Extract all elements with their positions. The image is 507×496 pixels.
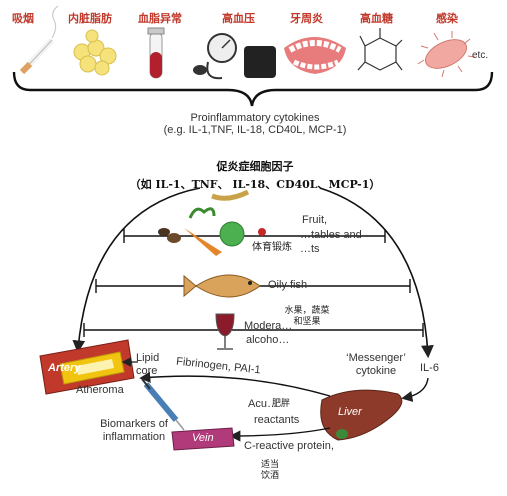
acute-phase-label-2: reactants xyxy=(254,414,300,426)
glucose-molecule-icon xyxy=(357,28,403,71)
arrow-to-il6 xyxy=(319,187,434,359)
grouping-brace xyxy=(12,71,494,107)
arrow-to-artery xyxy=(72,187,201,354)
bacterium-icon xyxy=(417,31,476,78)
il6-liver-arrow xyxy=(401,377,429,403)
fruit-label: Fruit, xyxy=(302,214,328,226)
banana-icon xyxy=(211,189,250,201)
artery-label: Artery xyxy=(48,362,81,374)
fibrinogen-arrow xyxy=(139,371,331,397)
fruit-veg-nuts-label-cn-2: 和坚果 xyxy=(293,317,321,327)
crp-arrow xyxy=(229,427,331,442)
vein-label: Vein xyxy=(192,432,214,444)
lipid-core-label-1: Lipid xyxy=(136,352,160,364)
moderate-drinking-label-cn-2: 饮酒 xyxy=(260,471,279,481)
artery-icon xyxy=(39,339,135,395)
cytokines-title: Proinflammatory cytokines xyxy=(190,112,320,124)
cytokines-examples: (e.g. IL-1,TNF, IL-18, CD40L, MCP-1) xyxy=(163,124,347,136)
liver-label: Liver xyxy=(338,406,362,418)
blood-tube-icon xyxy=(147,27,165,79)
risk-label-hypertension: 高血压 xyxy=(222,12,255,25)
vegetables-label: …tables and xyxy=(300,229,362,241)
lipid-core-label-2: core xyxy=(136,365,158,377)
liver-icon xyxy=(320,389,403,441)
oily-fish-label: Oily fish xyxy=(268,279,308,291)
fruit-veg-nuts-label-cn-1: 水果，蔬菜 xyxy=(284,306,330,316)
il6-label: IL-6 xyxy=(420,362,439,374)
crp-label: C-reactive protein, xyxy=(244,440,334,452)
moderate-drinking-label-cn-1: 适当 xyxy=(260,460,279,470)
acute-phase-label-1: Acu… xyxy=(248,398,278,410)
gums-icon xyxy=(284,37,346,74)
vegetables-icon xyxy=(158,207,266,256)
obesity-label-cn: 肥胖 xyxy=(272,396,291,409)
moderate-alcohol-label-1: Modera… xyxy=(244,320,293,332)
fish-icon xyxy=(183,274,261,298)
atheroma-label: Atheroma xyxy=(76,384,124,396)
moderate-alcohol-label-2: alcoho… xyxy=(246,334,290,346)
biomarkers-label-1: Biomarkers of xyxy=(100,418,168,430)
messenger-cytokine-label-2: cytokine xyxy=(355,365,397,377)
wine-glass-icon xyxy=(215,313,235,350)
risk-label-periodontitis: 牙周炎 xyxy=(290,12,323,25)
vein-icon xyxy=(171,427,235,451)
risk-label-visceral-fat: 内脏脂肪 xyxy=(68,12,112,25)
exercise-label-cn: 体育锻炼 xyxy=(252,238,292,253)
cytokines-title-cn: 促炎症细胞因子 xyxy=(216,160,294,173)
fat-cells-icon xyxy=(73,29,117,76)
syringe-icon xyxy=(141,378,185,431)
blood-pressure-cuff-icon xyxy=(193,33,276,80)
nuts-label: …ts xyxy=(300,243,320,255)
cigarette-icon xyxy=(19,5,59,75)
cytokines-examples-cn: （如 IL-1、TNF、 IL-18、CD40L、MCP-1） xyxy=(129,178,381,191)
risk-label-infection: 感染 xyxy=(436,12,458,25)
biomarkers-label-2: inflammation xyxy=(102,431,166,443)
risk-label-hyperglycemia: 高血糖 xyxy=(360,12,393,25)
risk-label-dyslipidemia: 血脂异常 xyxy=(138,12,182,25)
etc-label: etc. xyxy=(472,50,489,61)
messenger-cytokine-label-1: ‘Messenger’ xyxy=(346,352,406,364)
risk-label-smoking: 吸烟 xyxy=(12,12,34,25)
